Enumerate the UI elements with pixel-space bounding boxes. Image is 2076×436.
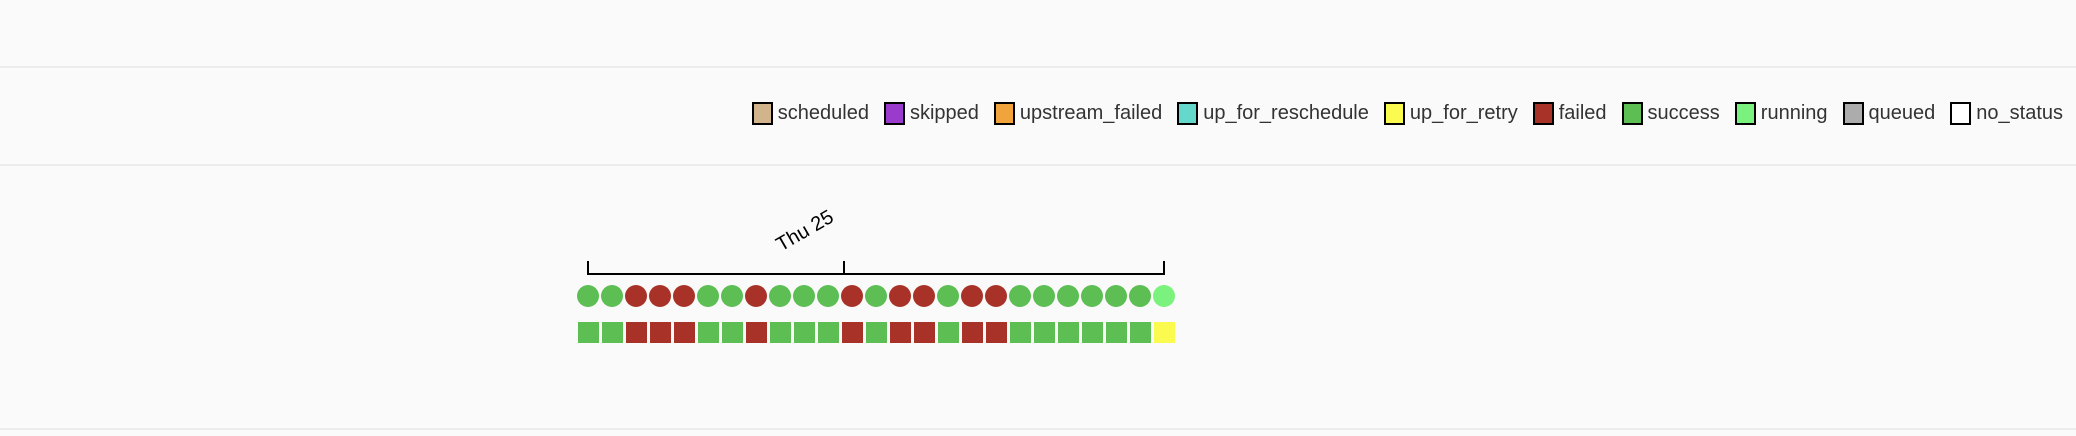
axis-tick-end bbox=[1163, 261, 1165, 275]
legend-label: upstream_failed bbox=[1019, 102, 1163, 124]
task-instance-status-dot-success[interactable] bbox=[1009, 322, 1031, 343]
dag-run-status-dot-failed[interactable] bbox=[889, 285, 911, 307]
top-toolbar bbox=[0, 0, 2076, 68]
legend-item-scheduled: scheduled bbox=[751, 102, 869, 125]
dag-run-status-dot-failed[interactable] bbox=[913, 285, 935, 307]
dag-run-status-dot-failed[interactable] bbox=[673, 285, 695, 307]
legend-swatch-up_for_retry bbox=[1383, 102, 1405, 125]
task-instance-status-dot-success[interactable] bbox=[1081, 322, 1103, 343]
legend-swatch-upstream_failed bbox=[993, 102, 1015, 125]
task-instance-status-dot-failed[interactable] bbox=[985, 322, 1007, 343]
dag-run-status-dot-success[interactable] bbox=[1009, 285, 1031, 307]
time-axis-line bbox=[587, 273, 1165, 275]
legend-item-no_status: no_status bbox=[1950, 102, 2063, 125]
dag-run-status-dot-success[interactable] bbox=[1129, 285, 1151, 307]
task-instance-status-dot-success[interactable] bbox=[1129, 322, 1151, 343]
dag-run-status-dot-success[interactable] bbox=[865, 285, 887, 307]
dag-run-status-dot-success[interactable] bbox=[721, 285, 743, 307]
legend-label: queued bbox=[1868, 102, 1936, 124]
dag-run-status-dot-running[interactable] bbox=[1153, 285, 1175, 307]
task-instance-status-dot-success[interactable] bbox=[697, 322, 719, 343]
dag-run-status-dot-failed[interactable] bbox=[841, 285, 863, 307]
task-instance-status-dot-up_for_retry[interactable] bbox=[1153, 322, 1175, 343]
dag-runs-chart: Thu 25 bbox=[0, 166, 2076, 430]
dag-run-status-dot-failed[interactable] bbox=[625, 285, 647, 307]
legend-item-success: success bbox=[1621, 102, 1720, 125]
legend-item-queued: queued bbox=[1842, 102, 1936, 125]
legend-swatch-skipped bbox=[883, 102, 905, 125]
legend-swatch-scheduled bbox=[751, 102, 773, 125]
task-instance-status-dot-failed[interactable] bbox=[889, 322, 911, 343]
legend-label: no_status bbox=[1976, 102, 2063, 124]
legend-swatch-running bbox=[1734, 102, 1756, 125]
dag-run-status-dot-success[interactable] bbox=[793, 285, 815, 307]
dag-run-status-dot-success[interactable] bbox=[577, 285, 599, 307]
dag-run-status-dot-success[interactable] bbox=[1033, 285, 1055, 307]
legend-item-failed: failed bbox=[1532, 102, 1607, 125]
dag-run-status-dot-success[interactable] bbox=[937, 285, 959, 307]
dag-run-status-dot-success[interactable] bbox=[1057, 285, 1079, 307]
task-instance-status-dot-failed[interactable] bbox=[913, 322, 935, 343]
dag-run-status-dot-success[interactable] bbox=[697, 285, 719, 307]
task-instance-status-dot-failed[interactable] bbox=[841, 322, 863, 343]
legend-item-up_for_retry: up_for_retry bbox=[1383, 102, 1518, 125]
legend-item-upstream_failed: upstream_failed bbox=[993, 102, 1163, 125]
legend-item-up_for_reschedule: up_for_reschedule bbox=[1177, 102, 1369, 125]
axis-tick-thu25 bbox=[843, 261, 845, 275]
dag-run-status-dot-success[interactable] bbox=[817, 285, 839, 307]
task-instance-status-dot-success[interactable] bbox=[1105, 322, 1127, 343]
legend-label: skipped bbox=[909, 102, 979, 124]
task-instance-status-dot-success[interactable] bbox=[793, 322, 815, 343]
task-instance-status-dot-failed[interactable] bbox=[961, 322, 983, 343]
dag-run-status-dot-success[interactable] bbox=[601, 285, 623, 307]
legend-label: up_for_retry bbox=[1409, 102, 1518, 124]
legend-swatch-success bbox=[1621, 102, 1643, 125]
legend-label: success bbox=[1647, 102, 1720, 124]
task-instance-status-dot-failed[interactable] bbox=[625, 322, 647, 343]
task-instance-status-dot-failed[interactable] bbox=[673, 322, 695, 343]
task-instance-status-dot-failed[interactable] bbox=[649, 322, 671, 343]
axis-tick-start bbox=[587, 261, 589, 275]
legend-items: scheduled skipped upstream_failed up_for_re… bbox=[737, 102, 2063, 130]
task-instance-status-dot-success[interactable] bbox=[721, 322, 743, 343]
task-instance-status-dot-success[interactable] bbox=[817, 322, 839, 343]
legend-item-running: running bbox=[1734, 102, 1828, 125]
legend-swatch-failed bbox=[1532, 102, 1554, 125]
dag-run-status-dot-failed[interactable] bbox=[985, 285, 1007, 307]
legend-swatch-up_for_reschedule bbox=[1177, 102, 1199, 125]
task-instance-status-dot-success[interactable] bbox=[1057, 322, 1079, 343]
dag-run-status-dot-failed[interactable] bbox=[961, 285, 983, 307]
task-instance-status-dot-success[interactable] bbox=[1033, 322, 1055, 343]
status-legend: scheduled skipped upstream_failed up_for_re… bbox=[0, 68, 2076, 166]
legend-label: scheduled bbox=[777, 102, 869, 124]
dag-run-status-dot-success[interactable] bbox=[1105, 285, 1127, 307]
task-instance-status-dot-failed[interactable] bbox=[745, 322, 767, 343]
dag-run-status-dot-success[interactable] bbox=[769, 285, 791, 307]
task-instance-status-dot-success[interactable] bbox=[937, 322, 959, 343]
legend-swatch-no_status bbox=[1950, 102, 1972, 125]
task-instance-status-dot-success[interactable] bbox=[769, 322, 791, 343]
legend-item-skipped: skipped bbox=[883, 102, 979, 125]
task-instance-status-dot-success[interactable] bbox=[601, 322, 623, 343]
dag-run-status-dot-success[interactable] bbox=[1081, 285, 1103, 307]
legend-label: up_for_reschedule bbox=[1203, 102, 1369, 124]
legend-swatch-queued bbox=[1842, 102, 1864, 125]
legend-label: running bbox=[1760, 102, 1828, 124]
task-instance-status-dot-success[interactable] bbox=[577, 322, 599, 343]
axis-date-label: Thu 25 bbox=[772, 205, 838, 257]
task-instance-status-dot-success[interactable] bbox=[865, 322, 887, 343]
dag-run-status-dot-failed[interactable] bbox=[649, 285, 671, 307]
legend-label: failed bbox=[1558, 102, 1607, 124]
dag-run-status-dot-failed[interactable] bbox=[745, 285, 767, 307]
